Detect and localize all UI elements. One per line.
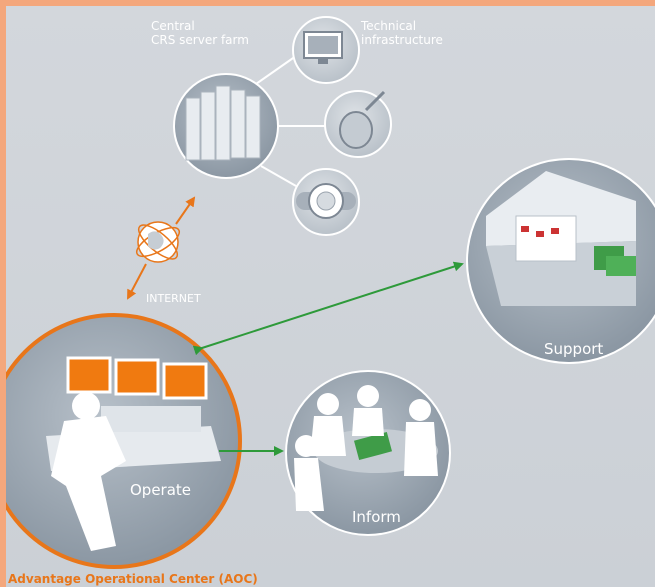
technical-label-line1: Technical — [361, 19, 417, 33]
factory-hall-icon — [486, 171, 636, 306]
meeting-people-silhouettes — [294, 385, 438, 511]
diagram-graphics — [6, 16, 655, 569]
server-farm-label: Central CRS server farm — [151, 19, 249, 47]
internet-to-aoc-arrow — [127, 263, 147, 300]
technical-label: Technical infrastructure — [361, 19, 443, 47]
meter-icon — [296, 183, 356, 219]
monitor-node — [292, 16, 360, 84]
server-farm-label-line2: CRS server farm — [151, 33, 249, 47]
sensor-node — [324, 90, 392, 158]
internet-globe-icon — [135, 221, 181, 263]
sensor-icon — [339, 90, 386, 149]
support-label: Support — [544, 340, 604, 358]
monitor-icon — [303, 31, 343, 64]
meter-node — [292, 168, 360, 236]
aoc-label: Advantage Operational Center (AOC) — [8, 572, 258, 586]
operate-node — [6, 313, 242, 569]
internet-label: INTERNET — [146, 292, 201, 305]
technical-label-line2: infrastructure — [361, 33, 443, 47]
operate-support-arrow — [192, 261, 464, 356]
server-farm-node — [173, 73, 279, 179]
internet-to-server-arrow — [175, 196, 196, 225]
server-farm-label-line1: Central — [151, 19, 195, 33]
inform-node — [285, 370, 451, 536]
operator-silhouette — [51, 392, 126, 551]
support-node — [466, 158, 655, 364]
diagram-canvas: Central CRS server farm Technical infras… — [6, 6, 655, 587]
server-rack-icon — [185, 85, 261, 161]
operate-label: Operate — [130, 481, 192, 499]
inform-label: Inform — [352, 508, 401, 526]
